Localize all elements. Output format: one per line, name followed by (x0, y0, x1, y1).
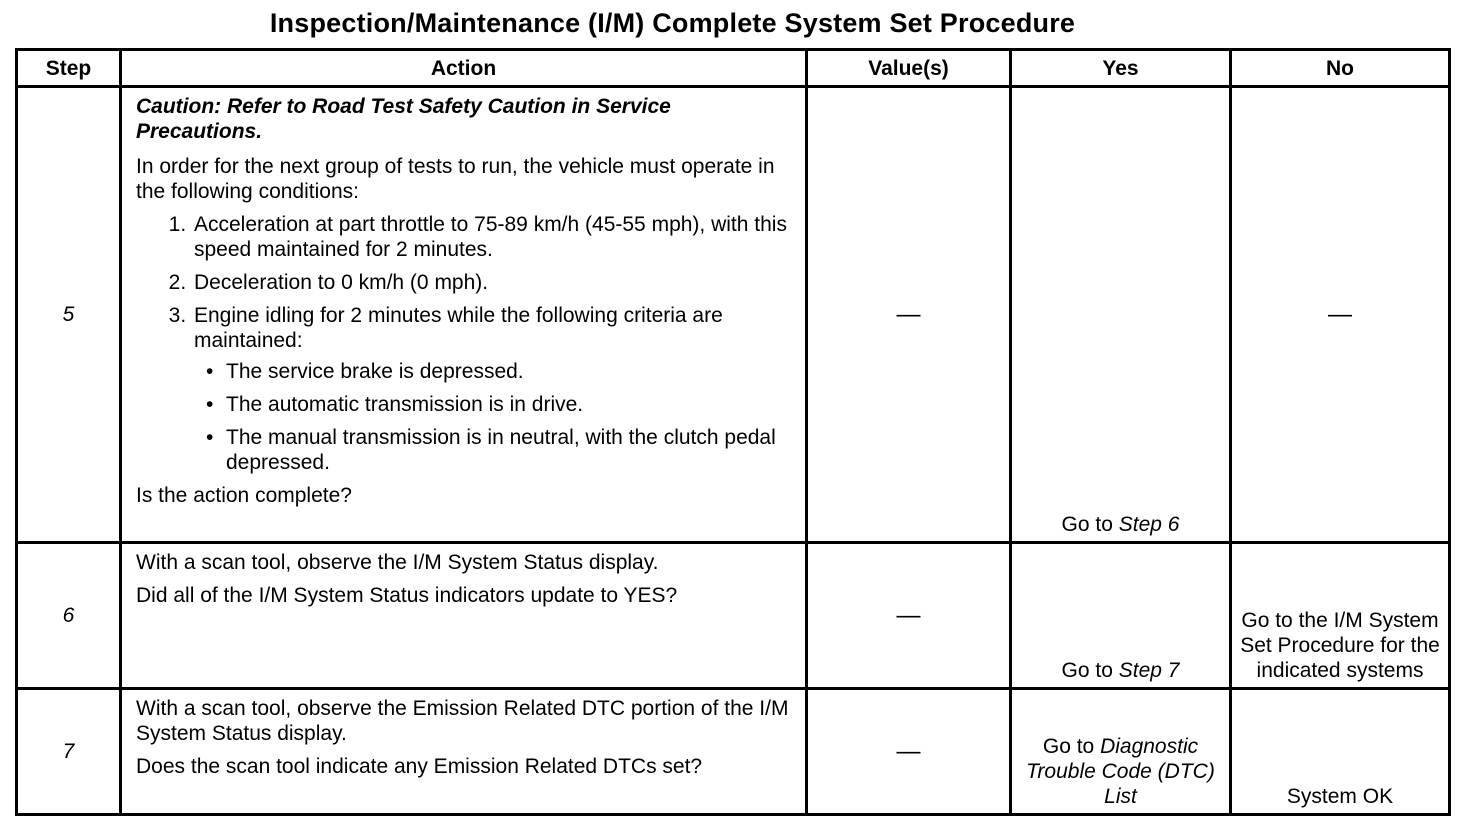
yes-prefix: Go to (1061, 512, 1119, 536)
step-number: 5 (15, 85, 122, 544)
page-title: Inspection/Maintenance (I/M) Complete Sy… (269, 8, 1076, 38)
list-item: Deceleration to 0 km/h (0 mph). (192, 270, 793, 295)
yes-prefix: Go to (1042, 735, 1101, 758)
procedure-table: Step Action Value(s) Yes No 5 Caution: R… (15, 48, 1451, 817)
no-cell: Go to the I/M System Set Procedure for t… (1229, 540, 1451, 690)
instruction-text: With a scan tool, observe the I/M System… (136, 550, 659, 574)
list-item-text: Engine idling for 2 minutes while the fo… (194, 304, 723, 352)
action-cell: With a scan tool, observe the I/M System… (119, 540, 808, 690)
value-cell: — (805, 540, 1012, 690)
table-row-step-7: 7 With a scan tool, observe the Emission… (15, 686, 1451, 817)
header-values: Value(s) (805, 48, 1012, 88)
question-text: Is the action complete? (136, 484, 352, 507)
step-link[interactable]: Step 6 (1118, 512, 1180, 536)
yes-prefix: Go to (1061, 658, 1119, 682)
table-header-row: Step Action Value(s) Yes No (15, 48, 1451, 88)
question-text: Does the scan tool indicate any Emission… (136, 754, 703, 778)
header-step: Step (15, 48, 122, 88)
intro-text: In order for the next group of tests to … (136, 155, 775, 203)
value-cell: — (805, 686, 1012, 817)
step-number: 7 (15, 686, 122, 817)
action-cell: With a scan tool, observe the Emission R… (119, 686, 808, 817)
no-cell: System OK (1229, 686, 1451, 817)
value-cell: — (805, 85, 1012, 544)
no-cell: — (1229, 85, 1451, 544)
list-item: Engine idling for 2 minutes while the fo… (192, 303, 793, 475)
bullet-item: The manual transmission is in neutral, w… (206, 425, 793, 475)
conditions-list: Acceleration at part throttle to 75-89 k… (136, 212, 793, 475)
caution-text: Caution: Refer to Road Test Safety Cauti… (136, 95, 671, 143)
bullet-item: The automatic transmission is in drive. (206, 392, 793, 417)
action-cell: Caution: Refer to Road Test Safety Cauti… (119, 85, 808, 544)
dtc-list-link[interactable]: Diagnostic Trouble Code (DTC) List (1026, 735, 1215, 808)
header-no: No (1229, 48, 1451, 88)
step-number: 6 (15, 540, 122, 690)
table-row-step-5: 5 Caution: Refer to Road Test Safety Cau… (15, 85, 1451, 544)
bullet-item: The service brake is depressed. (206, 359, 793, 384)
header-action: Action (119, 48, 808, 88)
instruction-text: With a scan tool, observe the Emission R… (136, 696, 789, 745)
header-yes: Yes (1009, 48, 1232, 88)
criteria-list: The service brake is depressed. The auto… (194, 359, 793, 475)
question-text: Did all of the I/M System Status indicat… (136, 583, 678, 607)
yes-cell: Go to Diagnostic Trouble Code (DTC) List (1009, 686, 1232, 817)
yes-cell: Go to Step 6 (1009, 85, 1232, 544)
yes-cell: Go to Step 7 (1009, 540, 1232, 690)
step-link[interactable]: Step 7 (1118, 658, 1180, 682)
list-item: Acceleration at part throttle to 75-89 k… (192, 212, 793, 262)
table-row-step-6: 6 With a scan tool, observe the I/M Syst… (15, 540, 1451, 690)
